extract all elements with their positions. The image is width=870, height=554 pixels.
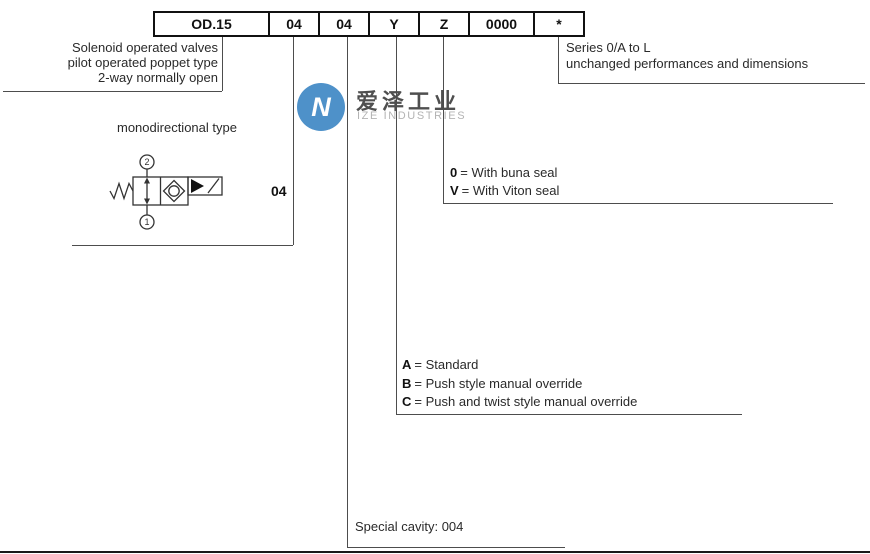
arrow-down: [144, 198, 150, 205]
page-bottom-rule: [0, 551, 870, 553]
description-line: pilot operated poppet type: [67, 55, 218, 70]
series-note-block: Series 0/A to L unchanged performances a…: [566, 40, 808, 72]
seal-option: V= With Viton seal: [450, 183, 560, 198]
leader-line-cavity-vertical: [347, 37, 348, 547]
series-line: Series 0/A to L: [566, 40, 651, 55]
code-cell-size: 04: [270, 13, 320, 35]
watermark-chinese-name: 爱泽工业: [356, 89, 461, 114]
solenoid-box: [187, 176, 223, 196]
code-cell-voltage: 0000: [470, 13, 535, 35]
port-2-label: 2: [144, 157, 149, 167]
override-options-block: A= Standard B= Push style manual overrid…: [402, 356, 637, 412]
override-option: B= Push style manual override: [402, 375, 583, 391]
description-line: Solenoid operated valves: [72, 40, 218, 55]
port-1-circle: [139, 214, 155, 230]
seal-option: 0= With buna seal: [450, 165, 558, 180]
valve-description-block: Solenoid operated valves pilot operated …: [0, 40, 218, 85]
watermark-english-name: IZE INDUSTRIES: [357, 110, 467, 122]
arrow-up: [144, 177, 150, 184]
leader-line-valve-horizontal: [72, 245, 293, 246]
spring-symbol: [109, 181, 134, 201]
leader-line-override-horizontal: [396, 414, 742, 415]
override-option: C= Push and twist style manual override: [402, 394, 638, 409]
leader-line-seal-horizontal: [443, 203, 833, 204]
leader-line-seal-vertical: [443, 37, 444, 203]
special-cavity-label: Special cavity: 004: [355, 519, 464, 534]
valve-schematic-symbol: 2 1: [109, 154, 223, 230]
series-line: unchanged performances and dimensions: [566, 56, 809, 71]
ize-logo-icon: N: [297, 83, 345, 131]
code-cell-series: OD.15: [155, 13, 270, 35]
description-line: 2-way normally open: [98, 70, 218, 85]
leader-line-valve-vertical: [293, 37, 294, 245]
code-cell-revision: *: [556, 16, 562, 32]
valve-code-label: 04: [271, 183, 287, 199]
solenoid-triangle: [191, 179, 204, 193]
code-cell-override: Y: [370, 13, 420, 35]
check-valve-ball: [168, 185, 180, 197]
leader-line-series-vertical: [558, 37, 559, 83]
code-cell-cavity: 04: [320, 13, 370, 35]
leader-line-series-horizontal: [558, 83, 865, 84]
leader-line-left-block-vertical: [222, 37, 223, 91]
port-1-label: 1: [144, 217, 149, 227]
model-code-table: OD.15 04 04 Y Z 0000 *: [153, 11, 585, 37]
code-cell-seal: Z: [420, 13, 470, 35]
leader-line-override-vertical: [396, 37, 397, 414]
leader-line-left-block-horizontal: [3, 91, 222, 92]
monodirectional-type-label: monodirectional type: [117, 120, 237, 135]
override-option: A= Standard: [402, 357, 479, 372]
seal-options-block: 0= With buna seal V= With Viton seal: [450, 164, 559, 200]
leader-line-cavity-horizontal: [347, 547, 565, 548]
check-valve-diamond: [162, 179, 186, 203]
